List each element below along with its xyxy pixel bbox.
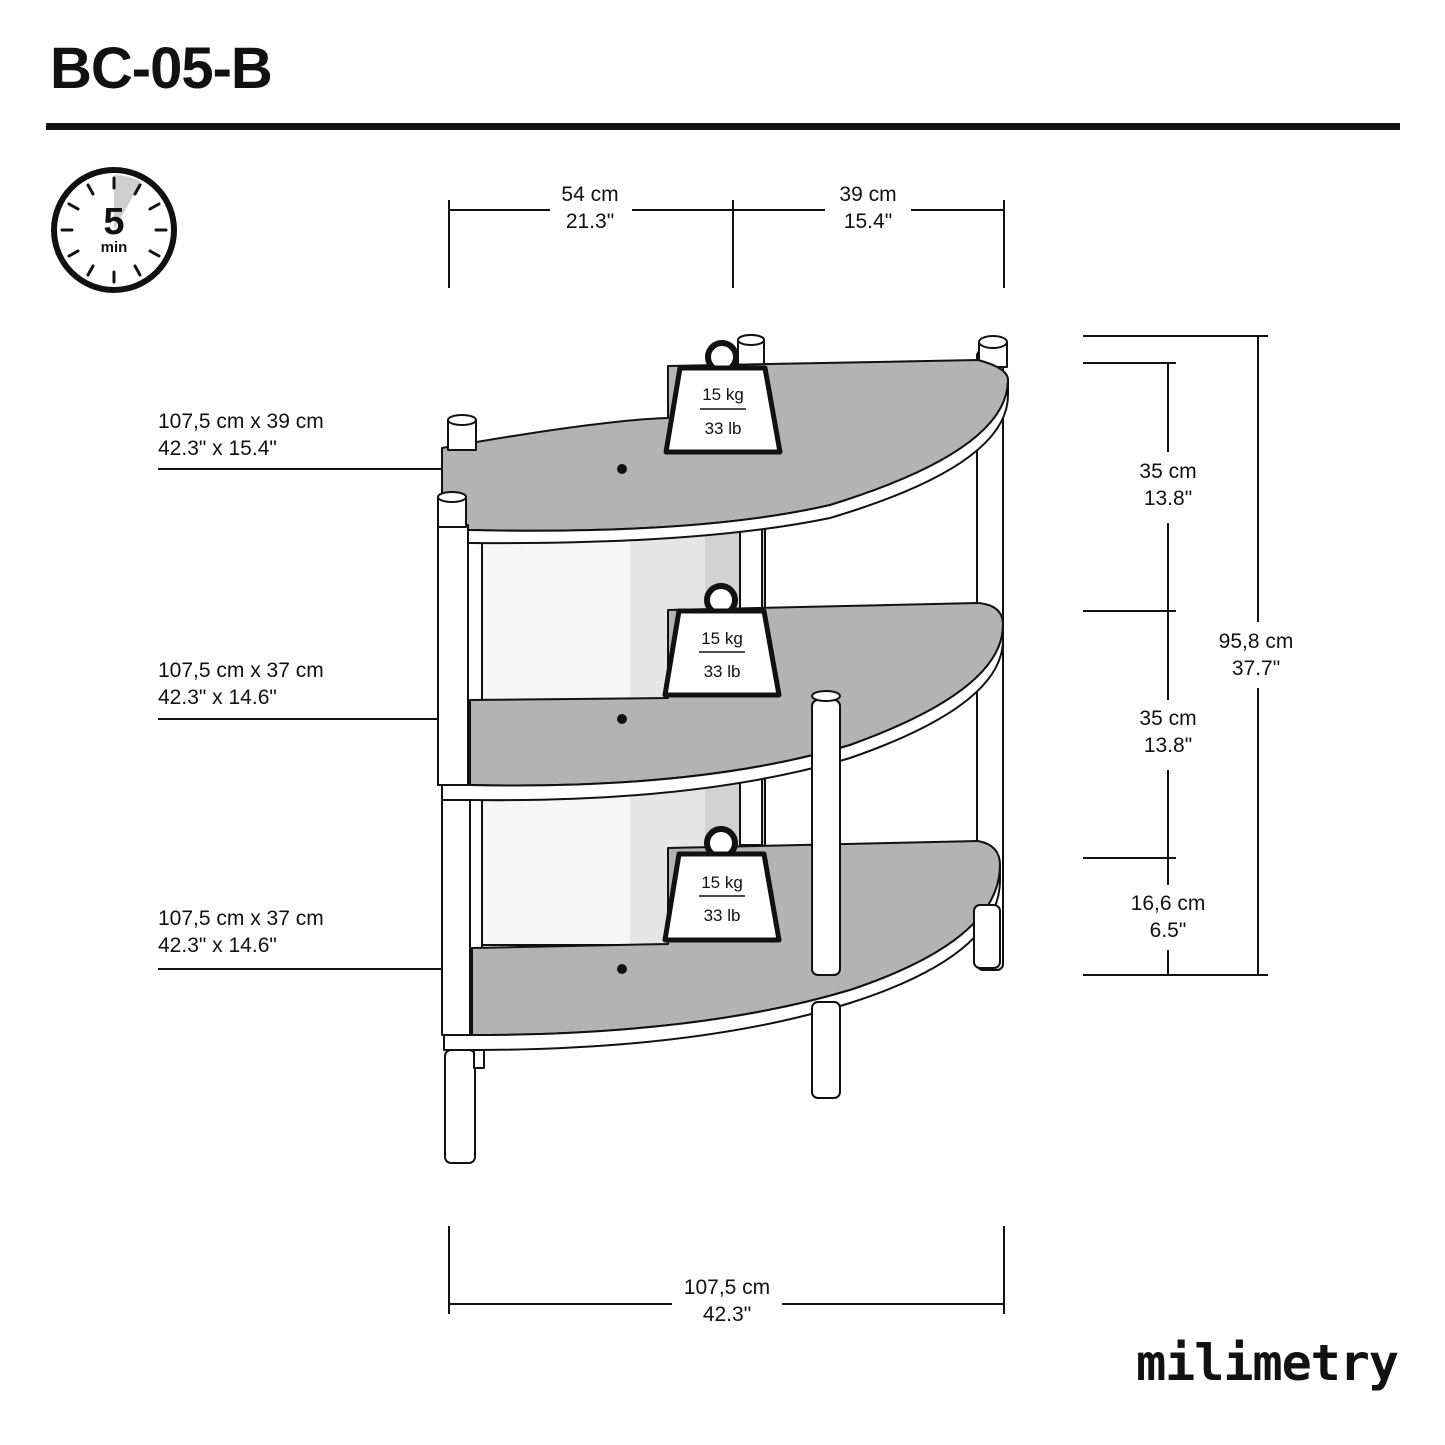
product-code: BC-05-B [50,36,273,101]
timer-unit: min [101,239,128,256]
dim-gap-upper-cm: 35 cm [1139,460,1196,483]
dim-total-height-in: 37.7" [1232,657,1280,680]
dim-bottom-width-in: 42.3" [703,1303,751,1326]
corner-shelf-illustration [437,334,1009,1164]
weight-middle-lb: 33 lb [704,662,741,681]
timer-value: 5 [103,201,124,243]
weight-icon: 15 kg 33 lb [662,583,782,698]
weight-bottom-kg: 15 kg [701,873,743,892]
dim-gap-middle-in: 13.8" [1144,734,1192,757]
weight-top-kg: 15 kg [702,385,744,404]
weight-icon: 15 kg 33 lb [663,340,783,455]
dim-bottom-width-cm: 107,5 cm [684,1276,770,1299]
dim-total-height-cm: 95,8 cm [1219,630,1294,653]
header-rule [46,123,1400,130]
weight-middle-kg: 15 kg [701,629,743,648]
shelf-bottom-size-cm: 107,5 cm x 37 cm [158,907,324,930]
shelf-bottom-size-in: 42.3" x 14.6" [158,934,277,957]
shelf-middle-size-cm: 107,5 cm x 37 cm [158,659,324,682]
top-dimension-lines [448,200,1005,288]
shelf-top-size-cm: 107,5 cm x 39 cm [158,410,324,433]
dim-top-right-cm: 39 cm [839,183,896,206]
dim-gap-middle-cm: 35 cm [1139,707,1196,730]
shelf-middle-size-in: 42.3" x 14.6" [158,686,277,709]
brand-logo: milimetry [1136,1334,1398,1392]
dim-gap-bottom-cm: 16,6 cm [1131,892,1206,915]
dim-gap-upper-in: 13.8" [1144,487,1192,510]
dim-top-left-cm: 54 cm [561,183,618,206]
timer-icon: 5 min [51,167,177,293]
weight-icon: 15 kg 33 lb [662,826,782,943]
dim-top-right-in: 15.4" [844,210,892,233]
dim-gap-bottom-in: 6.5" [1150,919,1187,942]
weight-bottom-lb: 33 lb [704,906,741,925]
dim-top-left-in: 21.3" [566,210,614,233]
weight-top-lb: 33 lb [705,419,742,438]
height-dimension-lines [1083,335,1268,976]
shelf-top-size-in: 42.3" x 15.4" [158,437,277,460]
